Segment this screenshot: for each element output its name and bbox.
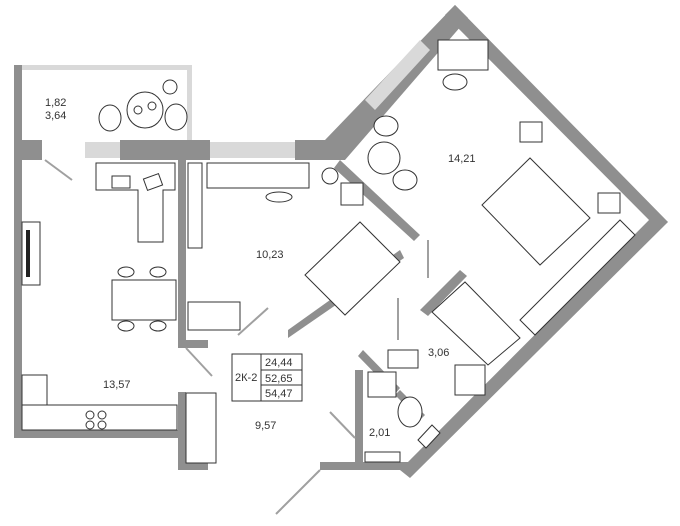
apartment-type-label: 2К-2 xyxy=(235,372,257,384)
hallway-area-label: 9,57 xyxy=(255,420,276,432)
total-area-with-balcony-value: 54,47 xyxy=(265,388,293,400)
balcony-area-label-1: 1,82 xyxy=(45,97,66,109)
living-kitchen-area-label: 13,57 xyxy=(103,379,131,391)
balcony-outline xyxy=(14,65,192,143)
bedroom-area-label: 14,21 xyxy=(448,153,476,165)
total-area-value: 52,65 xyxy=(265,373,293,385)
bathroom-area-label: 3,06 xyxy=(428,347,449,359)
apartment-info-box: 2К-2 24,44 52,65 54,47 xyxy=(231,353,303,402)
living-area-value: 24,44 xyxy=(265,357,293,369)
furniture xyxy=(21,39,636,464)
study-area-label: 10,23 xyxy=(256,249,284,261)
walls xyxy=(14,5,668,478)
balcony-area-label-2: 3,64 xyxy=(45,110,66,122)
doors xyxy=(44,159,429,515)
toilet-area-label: 2,01 xyxy=(369,427,390,439)
